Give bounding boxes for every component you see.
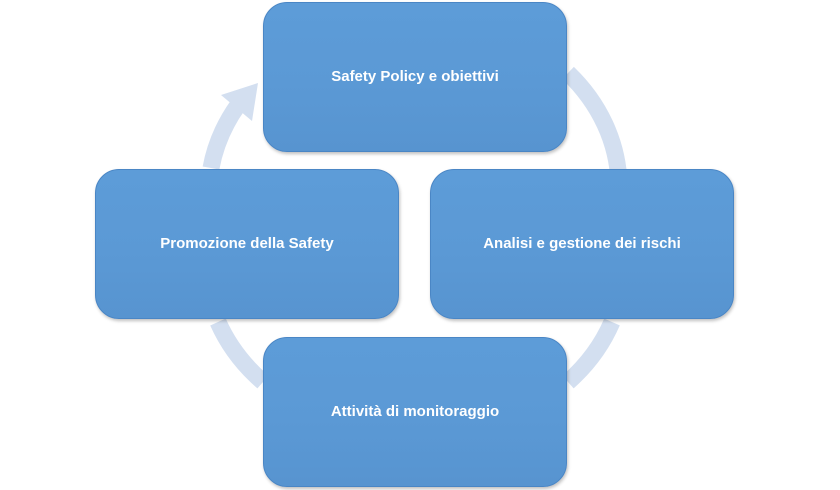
ring-arc-top-right: [562, 66, 628, 184]
node-monitoring-label: Attività di monitoraggio: [330, 403, 500, 420]
ring-arc-top-left: [202, 100, 246, 170]
node-safety-policy-label: Safety Policy e obiettivi: [331, 68, 499, 85]
ring-arc-bottom-left: [210, 318, 269, 389]
node-risk-analysis: Analisi e gestione dei rischi: [430, 169, 734, 319]
node-monitoring: Attività di monitoraggio: [263, 337, 567, 487]
ring-arc-bottom-right: [562, 318, 620, 389]
node-safety-policy: Safety Policy e obiettivi: [263, 2, 567, 152]
node-safety-promotion: Promozione della Safety: [95, 169, 399, 319]
cycle-arrow-head: [221, 83, 258, 121]
node-safety-promotion-label: Promozione della Safety: [160, 235, 334, 252]
node-risk-analysis-label: Analisi e gestione dei rischi: [483, 235, 681, 252]
